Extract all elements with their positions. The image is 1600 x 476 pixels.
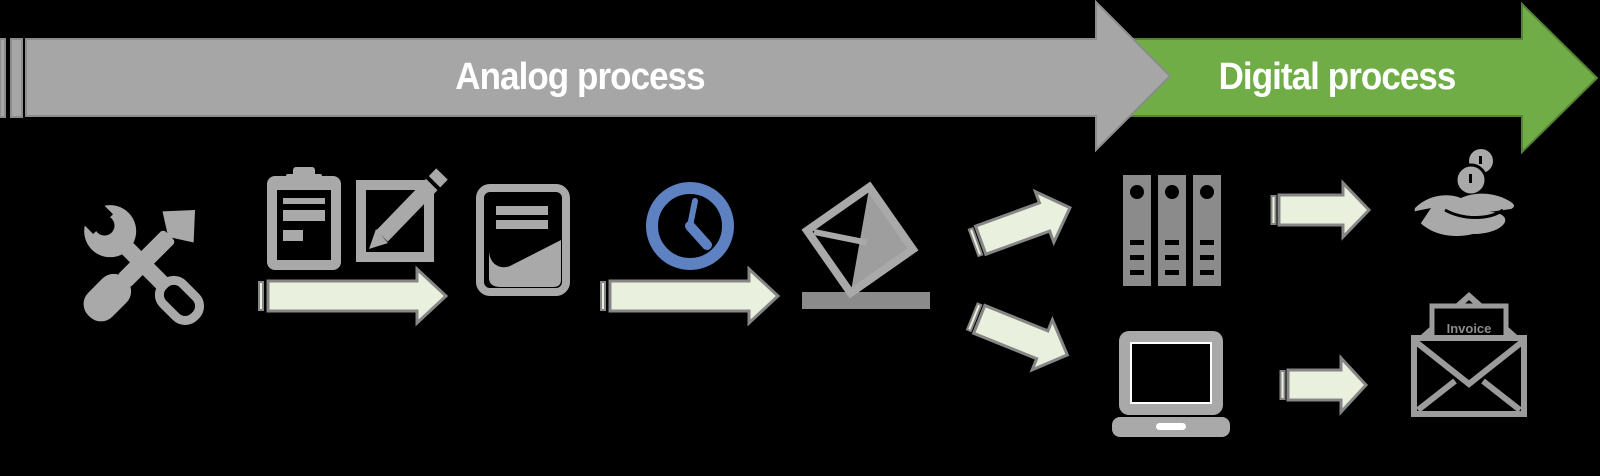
invoice-label: Invoice <box>1447 321 1492 336</box>
flow-arrow <box>258 265 449 327</box>
checkbox-pencil-icon <box>356 168 448 262</box>
digital-arrow <box>1127 1 1599 155</box>
banner-arrows <box>0 0 1599 155</box>
binders-icon <box>1123 175 1221 286</box>
flow-arrow <box>1270 179 1372 241</box>
clock-icon <box>646 182 734 270</box>
document-icon <box>476 184 570 296</box>
flow-arrow-up-right <box>967 188 1072 258</box>
envelope-slot-icon <box>801 181 930 309</box>
hand-coins-icon <box>1411 149 1514 236</box>
flow-arrow <box>1279 354 1369 416</box>
digital-process-label: Digital process <box>1218 56 1457 98</box>
clipboard-icon <box>267 167 341 270</box>
analog-arrow-tail-stripe <box>10 38 23 118</box>
analog-arrow-tail-stripe <box>0 38 6 118</box>
flow-arrow-down-right <box>965 302 1070 373</box>
tools-icon <box>70 191 205 326</box>
analog-process-label: Analog process <box>455 56 705 98</box>
laptop-icon <box>1112 331 1230 437</box>
flow-arrow <box>600 265 781 327</box>
analog-arrow <box>25 0 1172 153</box>
invoice-envelope-icon: Invoice <box>1411 291 1527 417</box>
